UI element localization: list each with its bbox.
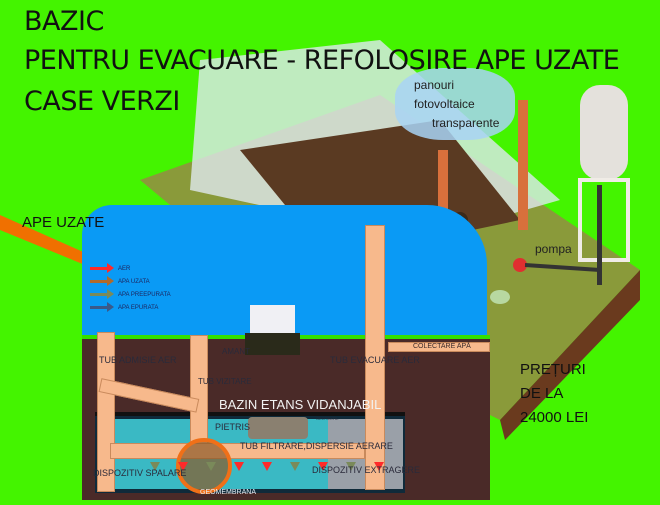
price-line: DE LA [520, 385, 564, 402]
title-line-2: PENTRU EVACUARE - REFOLOSIRE APE UZATE [24, 45, 620, 76]
price-line: 24000 LEI [520, 409, 589, 426]
pump-label: pompa [535, 242, 572, 256]
exhaust-pipe [365, 225, 385, 490]
bazin-label: BAZIN ETANS VIDANJABIL [219, 397, 382, 412]
ape-uzate-label: APE UZATE [22, 214, 105, 231]
legend-item-aer: AER [90, 262, 171, 275]
arrow-icon [90, 289, 114, 299]
legend-label: APA PREEPURATA [118, 291, 171, 298]
price-label: PREȚURI DE LA 24000 LEI [520, 358, 588, 430]
inspection-pipe [190, 335, 208, 445]
legend: AER APA UZATA APA PREEPURATA APA EPURATA [90, 262, 171, 314]
solar-panel-label: panouri fotovoltaice transparente [414, 76, 499, 133]
geotextil-label: GEOTEXTIL [316, 416, 339, 421]
legend-item-apa-preepurata: APA PREEPURATA [90, 288, 171, 301]
dispozitiv-extragere-label: DISPOZITIV EXTRAGERE [312, 465, 421, 475]
arrow-icon [90, 263, 114, 273]
legend-label: APA UZATA [118, 278, 150, 285]
tub-admisie-label: TUB ADMISIE AER [99, 355, 177, 365]
tub-vizitare-label: TUB VIZITARE [198, 377, 252, 386]
filter-pipe [110, 443, 365, 459]
solar-label-line: transparente [432, 116, 500, 130]
solar-label-line: panouri [414, 78, 455, 92]
tank-lid [95, 412, 405, 416]
arrow-icon [90, 302, 114, 312]
legend-item-apa-epurata: APA EPURATA [90, 301, 171, 314]
arrow-icon [90, 276, 114, 286]
title-line-3: CASE VERZI [24, 86, 180, 117]
gravel [248, 417, 308, 439]
amant-label: AMANT [222, 347, 250, 356]
legend-label: AER [118, 265, 131, 272]
plant-soil [245, 333, 300, 355]
pump-icon [513, 258, 527, 272]
geomembrana-label: GEOMEMBRANA [200, 489, 257, 496]
legend-label: APA EPURATA [118, 304, 159, 311]
pipe-vertical [518, 100, 528, 230]
collection-pipe [388, 342, 490, 352]
price-line: PREȚURI [520, 361, 586, 378]
tub-filtrare-label: TUB FILTRARE,DISPERSIE AERARE [240, 441, 393, 451]
tub-evacuare-label: TUB EVACUARE AER [330, 355, 420, 365]
solar-panel-highlight [395, 68, 515, 140]
flow-arrows [150, 462, 384, 471]
title-line-1: BAZIC [24, 6, 104, 37]
pietris-label: PIETRIS [215, 422, 251, 432]
dispozitiv-spalare-label: DISPOZITIV SPALARE [93, 468, 187, 478]
plant-box [250, 305, 295, 335]
solar-label-line: fotovoltaice [414, 97, 475, 111]
colectare-label: COLECTARE APĂ [413, 343, 471, 350]
legend-item-apa-uzata: APA UZATA [90, 275, 171, 288]
